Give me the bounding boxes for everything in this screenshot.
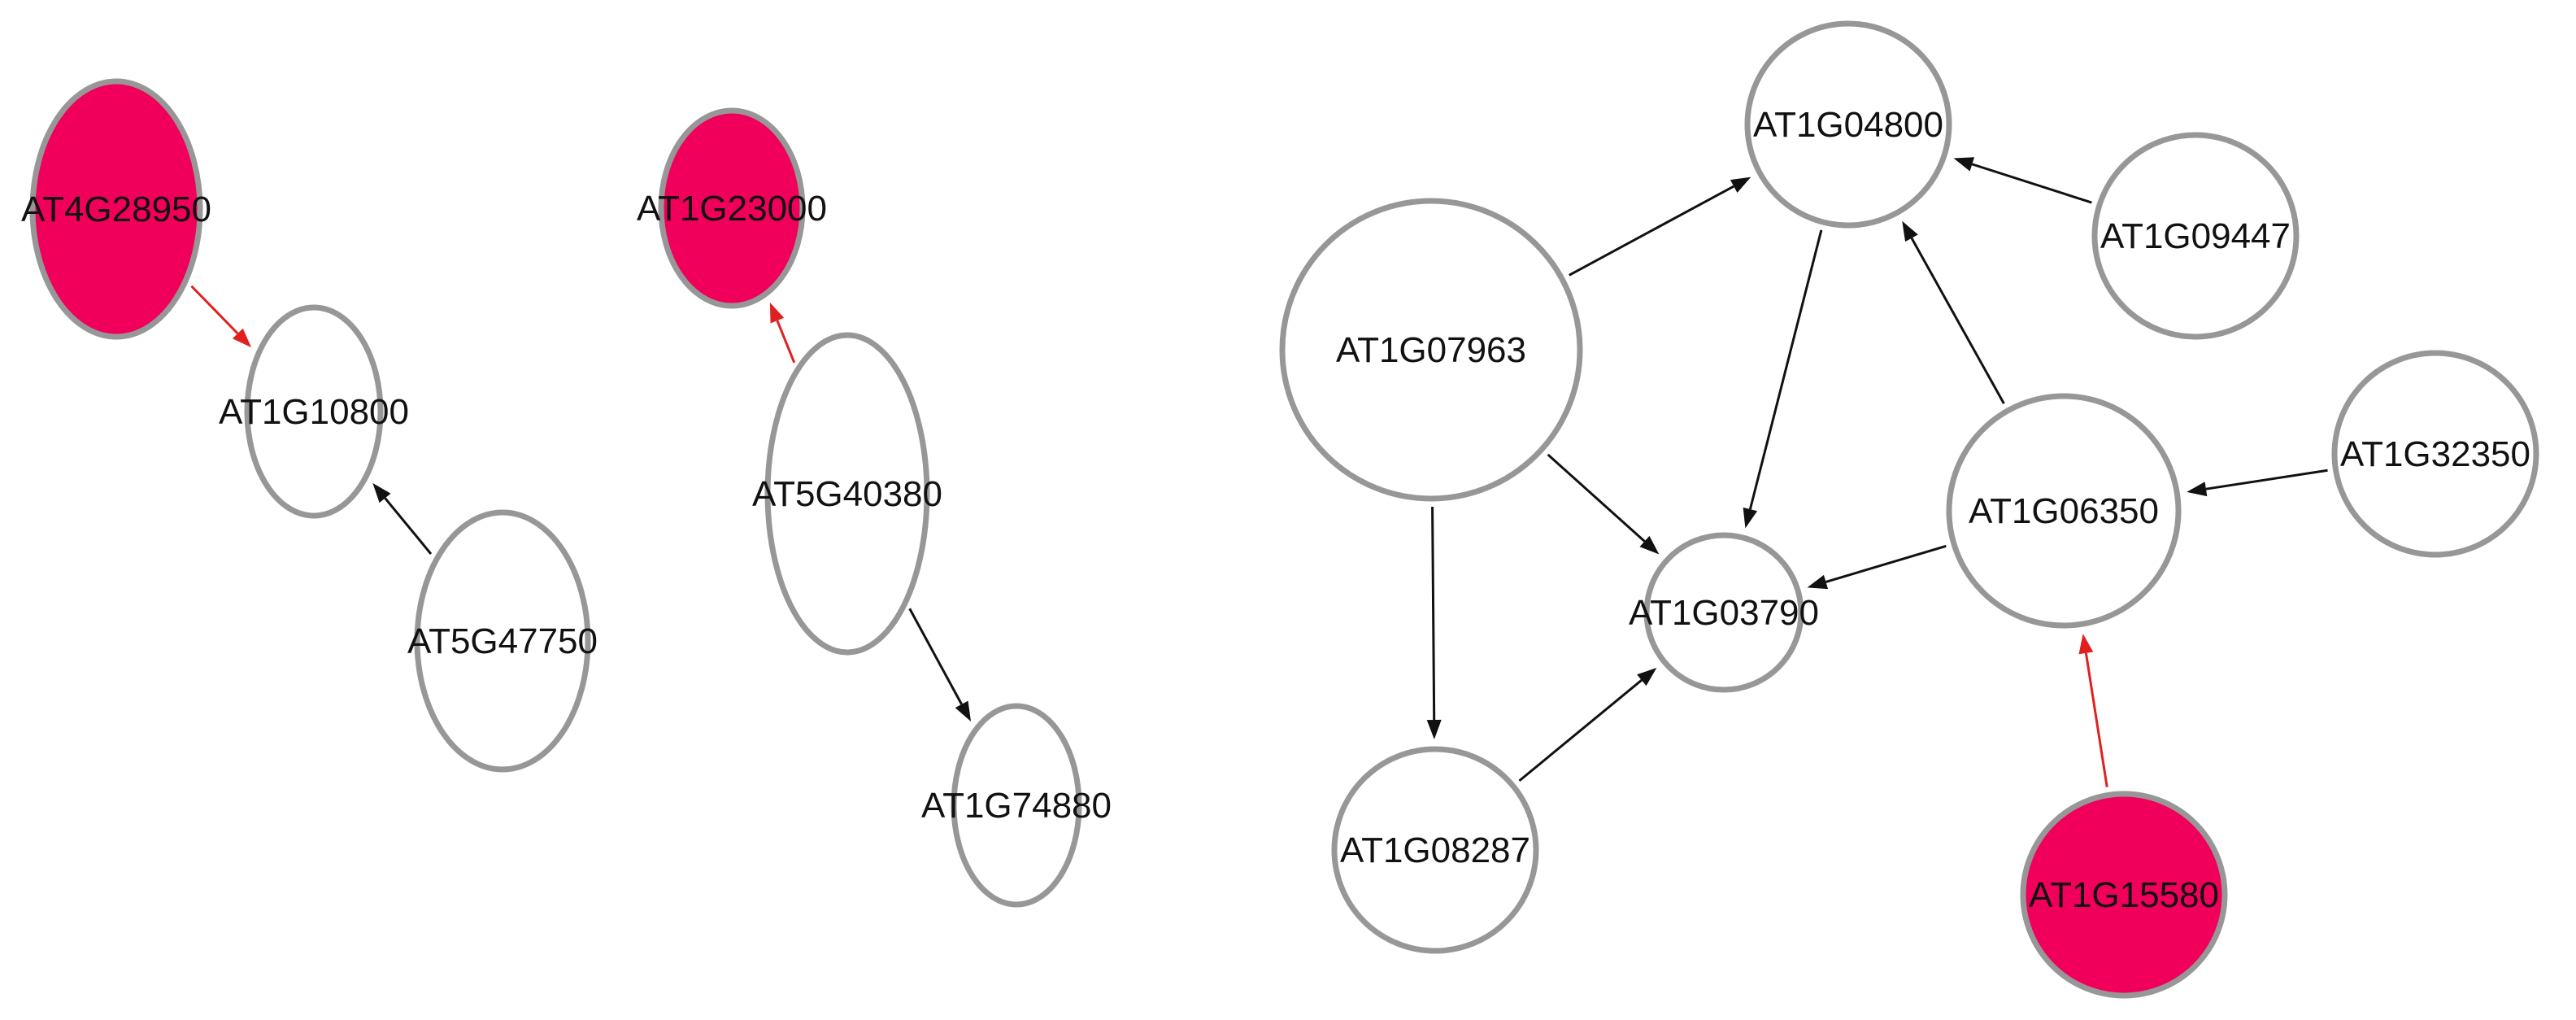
edge-line [1971, 163, 2092, 204]
edge-n9-to-n13 [1426, 506, 1442, 740]
edge-line [384, 497, 433, 555]
edge-n8-to-n7 [1953, 157, 2092, 204]
node-at1g32350[interactable]: AT1G32350 [2331, 350, 2539, 558]
node-label: AT1G23000 [637, 189, 827, 229]
node-circle[interactable] [414, 509, 591, 773]
edge-n9-to-n7 [1569, 177, 1751, 277]
edge-arrowhead [1639, 535, 1660, 555]
node-at5g47750[interactable]: AT5G47750 [407, 509, 598, 773]
node-circle[interactable] [2331, 350, 2539, 558]
edge-line [1825, 544, 1947, 583]
edge-line [776, 320, 796, 364]
edge-n13-to-n12 [1518, 667, 1657, 782]
node-label: AT1G09447 [2100, 216, 2291, 256]
node-circle[interactable] [244, 304, 384, 519]
node-label: AT5G47750 [407, 621, 598, 661]
node-at5g40380[interactable]: AT5G40380 [752, 332, 942, 656]
node-circle[interactable] [29, 78, 203, 340]
node-label: AT4G28950 [21, 190, 211, 229]
node-circle[interactable] [1946, 393, 2182, 629]
edge-arrowhead [955, 700, 972, 721]
edge-n11-to-n10 [2187, 469, 2328, 497]
edge-line [1518, 679, 1643, 782]
node-circle[interactable] [1331, 746, 1539, 954]
edge-line [908, 608, 963, 705]
edge-n10-to-n7 [1902, 220, 2005, 404]
node-at1g07963[interactable]: AT1G07963 [1279, 198, 1583, 502]
node-circle[interactable] [764, 332, 930, 656]
edge-arrowhead [2078, 634, 2094, 655]
node-circle[interactable] [2020, 791, 2228, 999]
edge-line [1569, 185, 1734, 277]
node-label: AT1G15580 [2029, 875, 2219, 915]
node-at1g09447[interactable]: AT1G09447 [2091, 132, 2300, 340]
node-label: AT1G06350 [1969, 491, 2159, 531]
edge-arrowhead [1730, 177, 1751, 193]
node-circle[interactable] [2091, 132, 2300, 340]
node-at1g06350[interactable]: AT1G06350 [1946, 393, 2182, 629]
edge-n9-to-n12 [1547, 453, 1660, 555]
edge-line [1748, 229, 1823, 510]
node-circle[interactable] [1744, 20, 1952, 229]
edge-arrowhead [1426, 719, 1442, 740]
edge-n7-to-n12 [1743, 229, 1823, 529]
edges-layer [190, 157, 2328, 787]
edge-n5-to-n4 [769, 302, 796, 364]
edge-arrowhead [1637, 667, 1657, 687]
edge-line [1910, 237, 2005, 404]
edge-n3-to-n2 [372, 482, 433, 555]
edge-n5-to-n6 [908, 608, 972, 721]
edge-arrowhead [2187, 482, 2208, 497]
node-label: AT1G74880 [921, 786, 1112, 826]
node-at4g28950[interactable]: AT4G28950 [21, 78, 211, 340]
node-at1g23000[interactable]: AT1G23000 [637, 107, 827, 309]
node-label: AT1G03790 [1629, 593, 1819, 633]
node-label: AT1G10800 [219, 392, 409, 432]
node-circle[interactable] [951, 703, 1082, 908]
node-label: AT1G07963 [1336, 330, 1526, 370]
edge-n10-to-n12 [1807, 544, 1947, 590]
node-label: AT1G04800 [1753, 105, 1943, 145]
edge-line [190, 285, 239, 335]
node-label: AT5G40380 [752, 474, 942, 514]
node-at1g15580[interactable]: AT1G15580 [2020, 791, 2228, 999]
edge-arrowhead [1902, 220, 1918, 242]
edge-n1-to-n2 [190, 285, 252, 348]
edge-arrowhead [1743, 507, 1758, 529]
node-at1g08287[interactable]: AT1G08287 [1331, 746, 1539, 954]
edge-arrowhead [372, 482, 391, 503]
edge-arrowhead [232, 328, 252, 348]
edge-line [2084, 652, 2108, 787]
edge-line [2205, 469, 2328, 490]
node-circle[interactable] [658, 107, 806, 309]
edge-line [1547, 453, 1646, 543]
node-label: AT1G08287 [1340, 830, 1530, 870]
node-circle[interactable] [1643, 532, 1804, 693]
node-at1g04800[interactable]: AT1G04800 [1744, 20, 1952, 229]
edge-n14-to-n10 [2078, 634, 2108, 787]
edge-arrowhead [769, 302, 785, 324]
node-at1g10800[interactable]: AT1G10800 [219, 304, 409, 519]
node-circle[interactable] [1279, 198, 1583, 502]
node-at1g03790[interactable]: AT1G03790 [1629, 532, 1819, 693]
edge-arrowhead [1953, 157, 1975, 172]
edge-arrowhead [1807, 574, 1829, 590]
edge-line [1431, 506, 1436, 721]
node-at1g74880[interactable]: AT1G74880 [921, 703, 1112, 908]
node-label: AT1G32350 [2340, 434, 2530, 474]
